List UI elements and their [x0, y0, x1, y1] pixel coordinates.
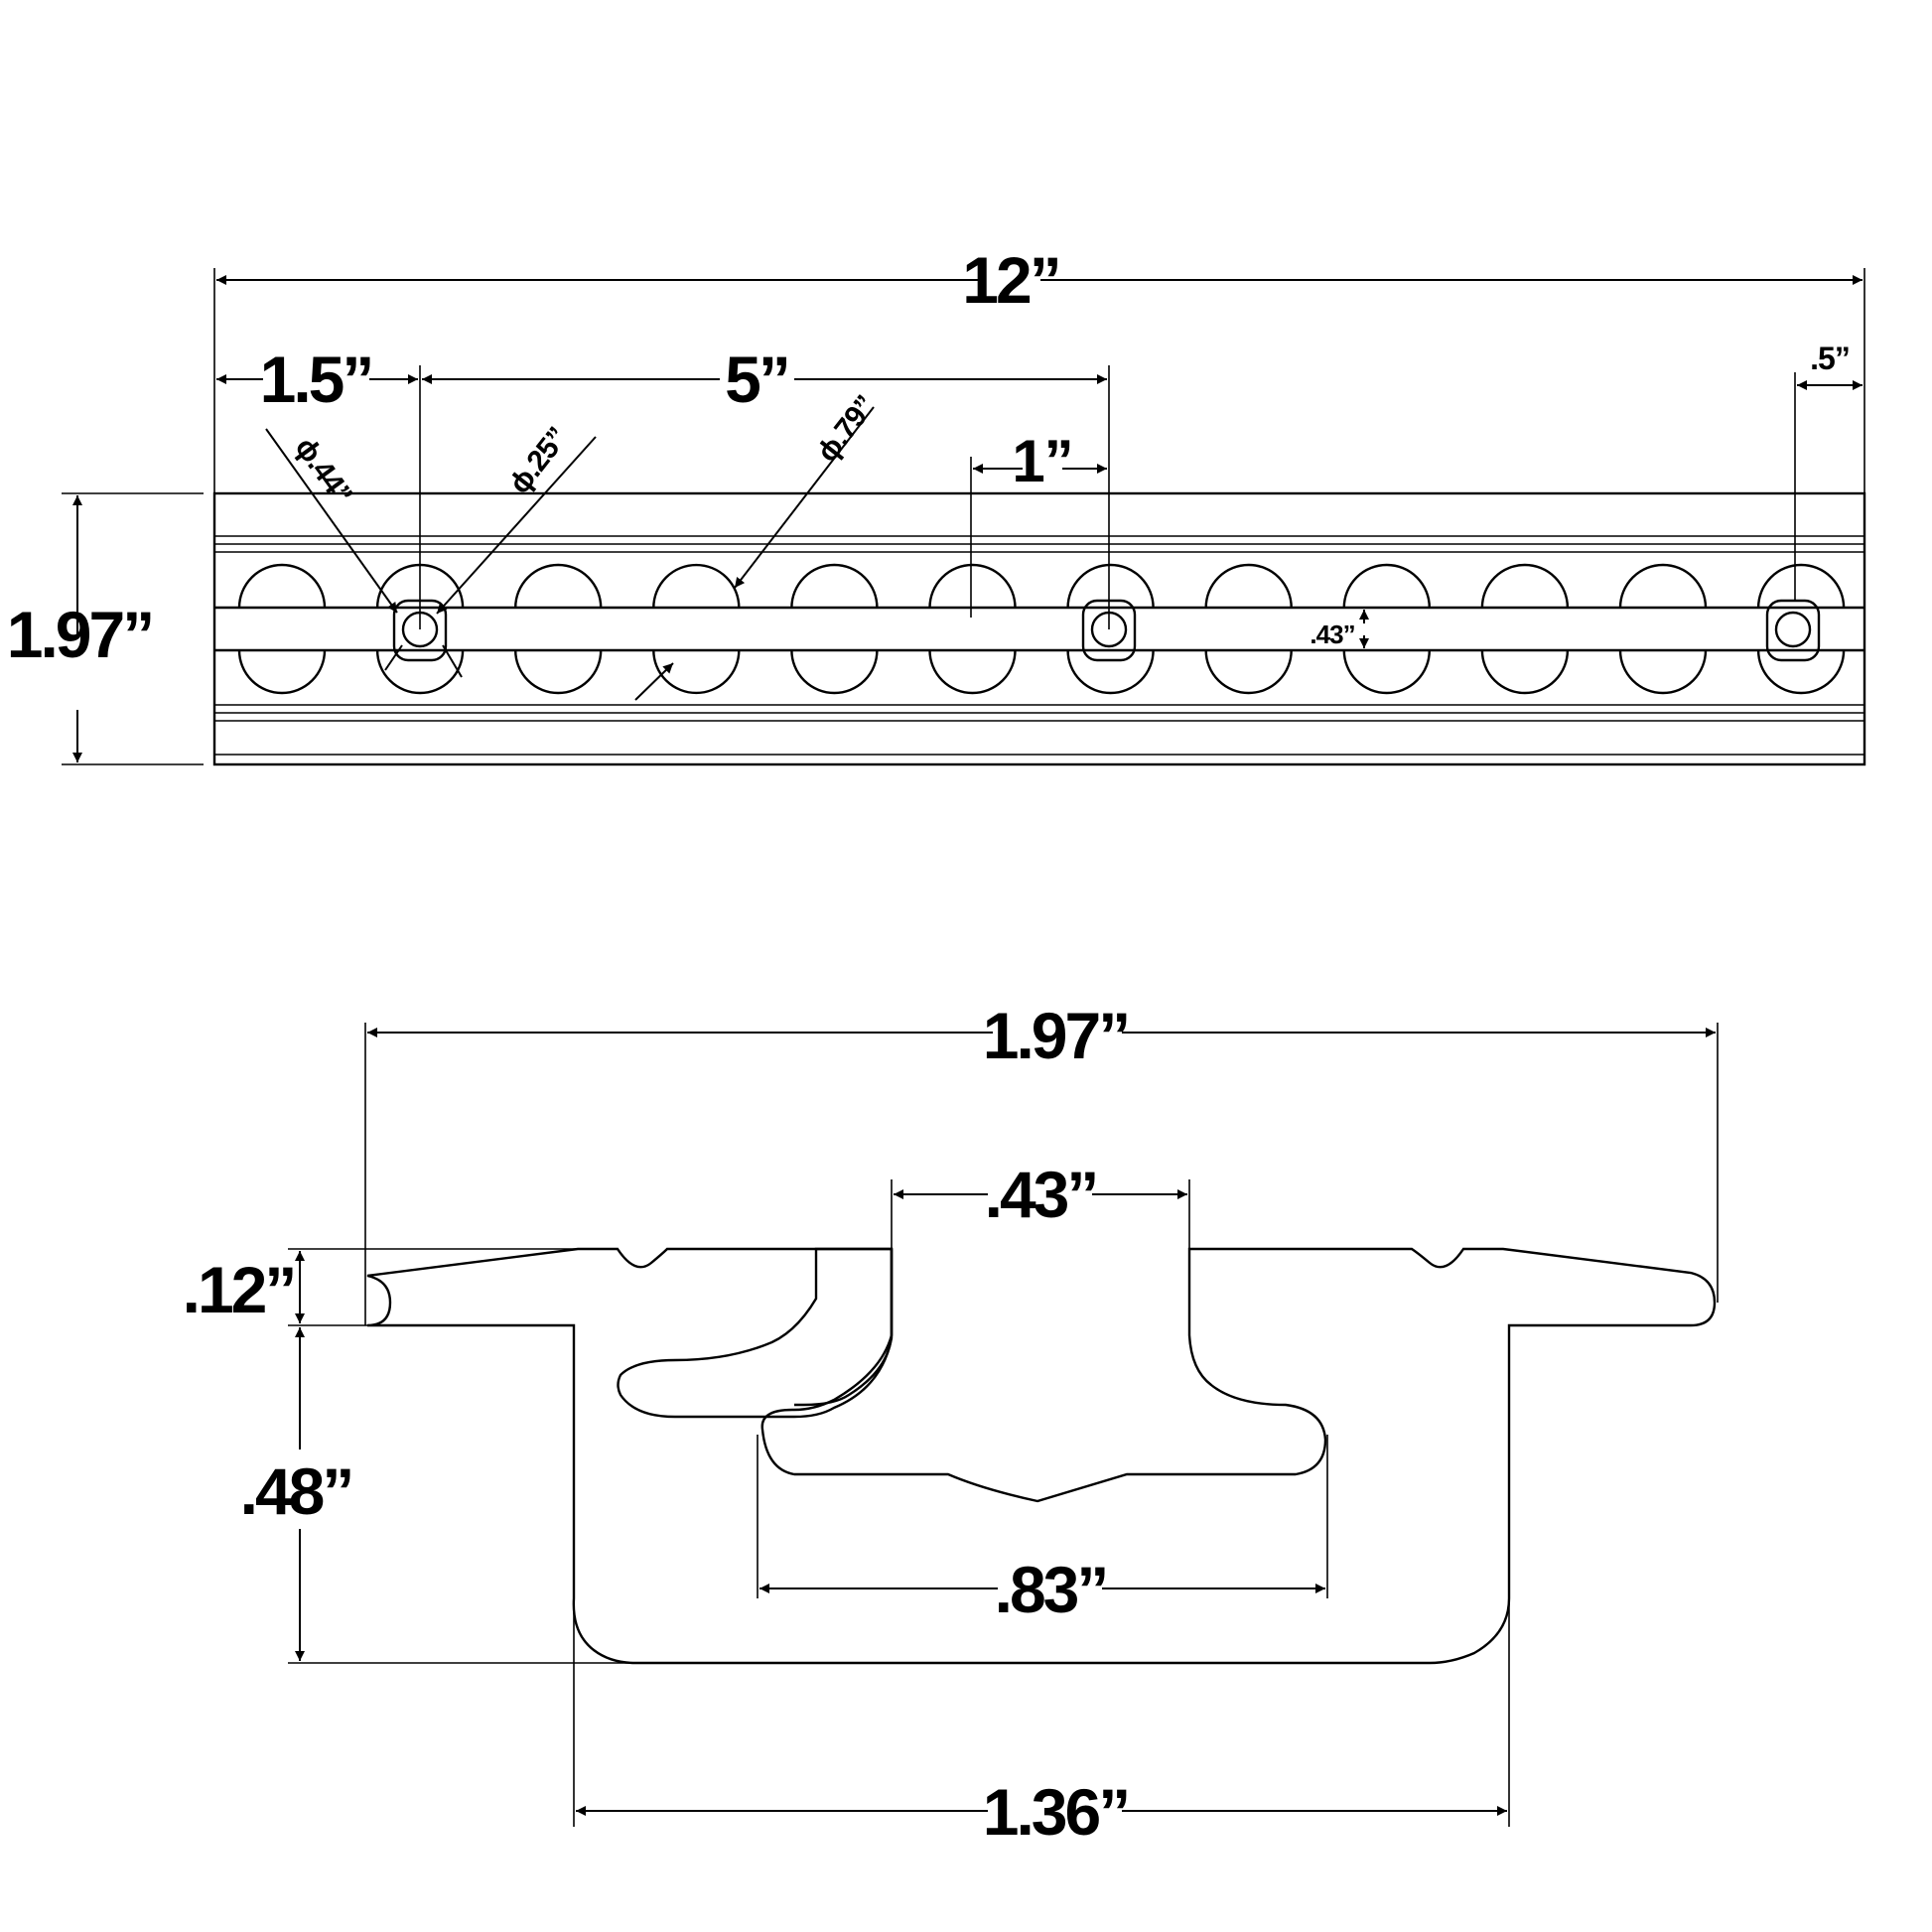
pocket-arc-top — [1480, 563, 1570, 609]
pocket-arc-top — [1066, 563, 1155, 609]
pocket-arc-top — [1204, 563, 1293, 609]
pocket-arc-top — [928, 563, 1017, 609]
pocket-arc-top — [514, 563, 603, 609]
profile-outline — [794, 1249, 894, 1407]
dim-end-offset: 1.5” — [260, 343, 372, 416]
pocket-arc-bottom — [1480, 649, 1570, 695]
dim-flange-thickness: .12” — [183, 1253, 295, 1326]
pocket-arc-bottom — [514, 649, 603, 695]
dim-dia-pocket: ϕ.79” — [811, 390, 883, 469]
pocket-arc-bottom — [237, 649, 327, 695]
pocket-arc-top — [1756, 563, 1846, 609]
dim-pocket-pitch: 1” — [1012, 428, 1072, 494]
section-profile — [617, 1247, 894, 1419]
top-extension-lines — [62, 268, 1865, 765]
pocket-arc-bottom — [790, 649, 879, 695]
mounting-hole-3 — [1765, 599, 1821, 662]
rail-longitudinal-lines — [214, 535, 1864, 756]
rail-outline — [212, 491, 1866, 766]
dim-body-height: .48” — [240, 1454, 352, 1528]
dim-slot-width: .43” — [1310, 620, 1354, 649]
dim-inner-channel-width: .83” — [995, 1553, 1107, 1626]
pocket-arc-top — [1618, 563, 1708, 609]
pocket-arc-top — [1342, 563, 1431, 609]
pocket-arc-bottom — [1066, 649, 1155, 695]
dim-dia-outer: ϕ.44” — [289, 432, 358, 510]
dim-right-end-offset: .5” — [1810, 341, 1850, 376]
pocket-arc-bottom — [1204, 649, 1293, 695]
pocket-arc-bottom — [1618, 649, 1708, 695]
rail-pockets — [237, 563, 1846, 695]
rail-section-view: 1.97” .43” .12” .48” .83” 1.36” — [183, 999, 1719, 1849]
pocket-arc-top — [237, 563, 327, 609]
section-extension-lines — [288, 1023, 1719, 1827]
dim-section-overall-width: 1.97” — [983, 999, 1128, 1072]
dim-base-width: 1.36” — [983, 1775, 1128, 1849]
dim-slot-opening: .43” — [985, 1158, 1097, 1231]
dim-rail-width: 1.97” — [7, 598, 152, 671]
pocket-arc-bottom — [928, 649, 1017, 695]
pocket-arc-top — [652, 563, 741, 609]
pocket-arc-bottom — [375, 649, 465, 695]
dim-hole-spacing: 5” — [725, 343, 788, 416]
dim-overall-length: 12” — [962, 243, 1058, 317]
pocket-arc-top — [790, 563, 879, 609]
pocket-arc-bottom — [1756, 649, 1846, 695]
pocket-arc-bottom — [652, 649, 741, 695]
pocket-arc-bottom — [1342, 649, 1431, 695]
rail-top-view: 12” 1.5” 5” 1” .5” 1.97” .43” ϕ.44” ϕ.25… — [7, 243, 1866, 766]
dim-dia-hole: ϕ.25” — [503, 422, 575, 500]
